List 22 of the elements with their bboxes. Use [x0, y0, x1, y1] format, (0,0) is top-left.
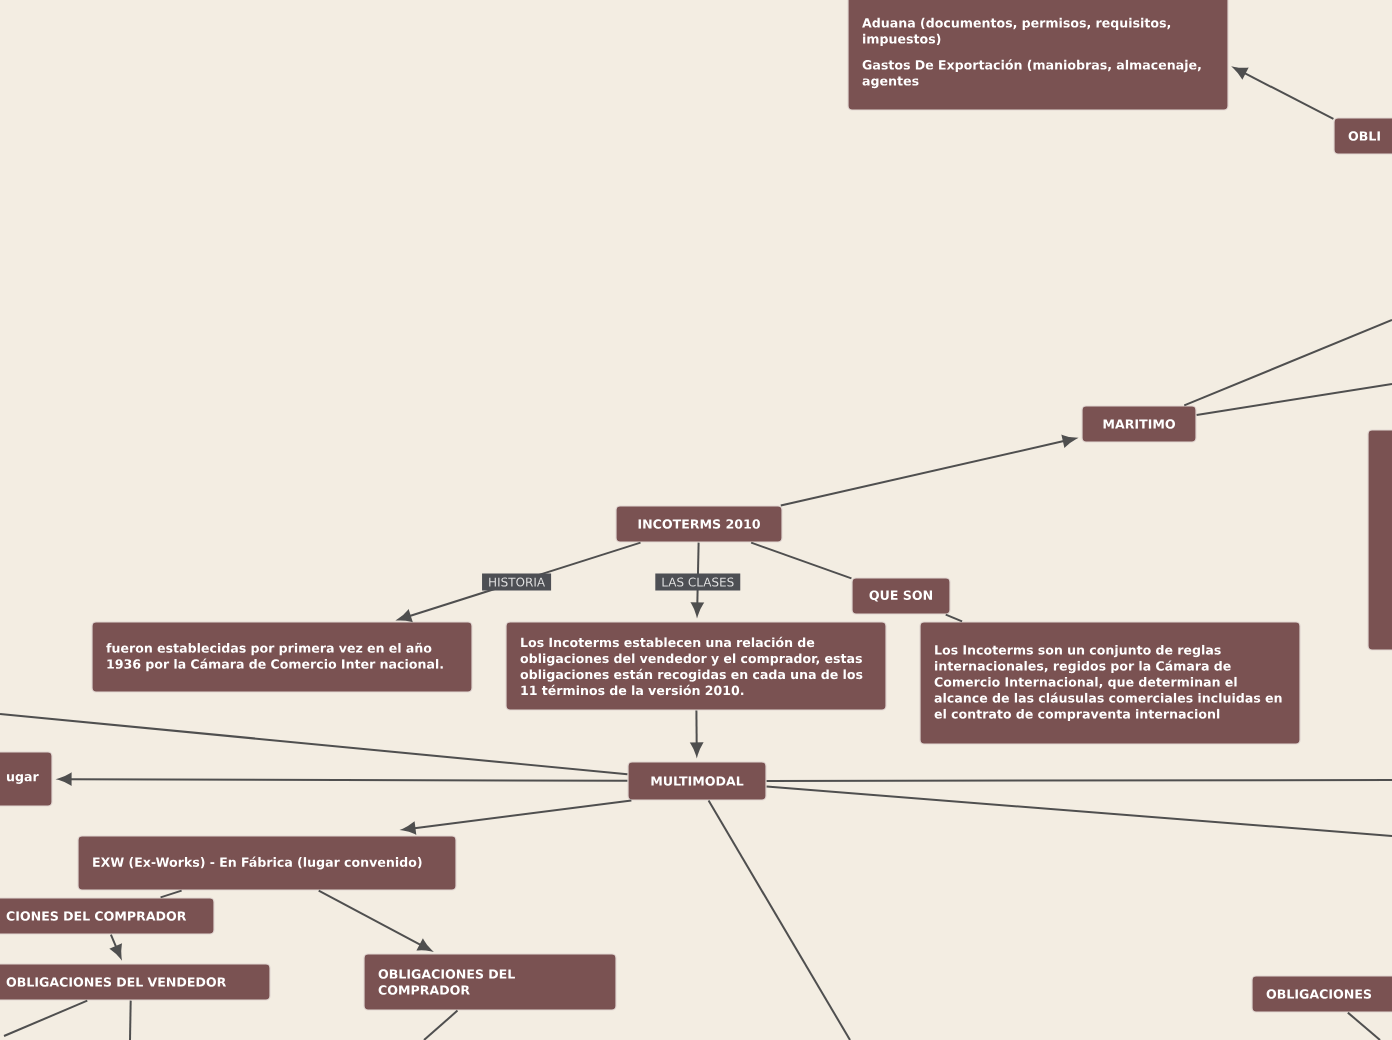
connector	[944, 613, 964, 623]
connector	[779, 435, 1076, 507]
connector	[765, 785, 1392, 837]
connector	[159, 889, 183, 899]
connector	[317, 889, 432, 952]
connector	[691, 541, 704, 616]
connector	[3, 999, 89, 1037]
connector	[707, 799, 851, 1040]
connector	[109, 933, 122, 959]
connector	[423, 1009, 459, 1040]
connector	[750, 541, 853, 580]
connector	[1195, 383, 1392, 416]
connector	[0, 713, 629, 776]
connector	[690, 709, 703, 756]
connector	[58, 773, 629, 786]
connector	[129, 999, 132, 1040]
empty-box	[1367, 429, 1392, 651]
connector	[402, 799, 633, 835]
connector	[1183, 319, 1392, 407]
connector	[1346, 1011, 1381, 1040]
connector	[1233, 67, 1335, 120]
connector	[765, 779, 1392, 782]
